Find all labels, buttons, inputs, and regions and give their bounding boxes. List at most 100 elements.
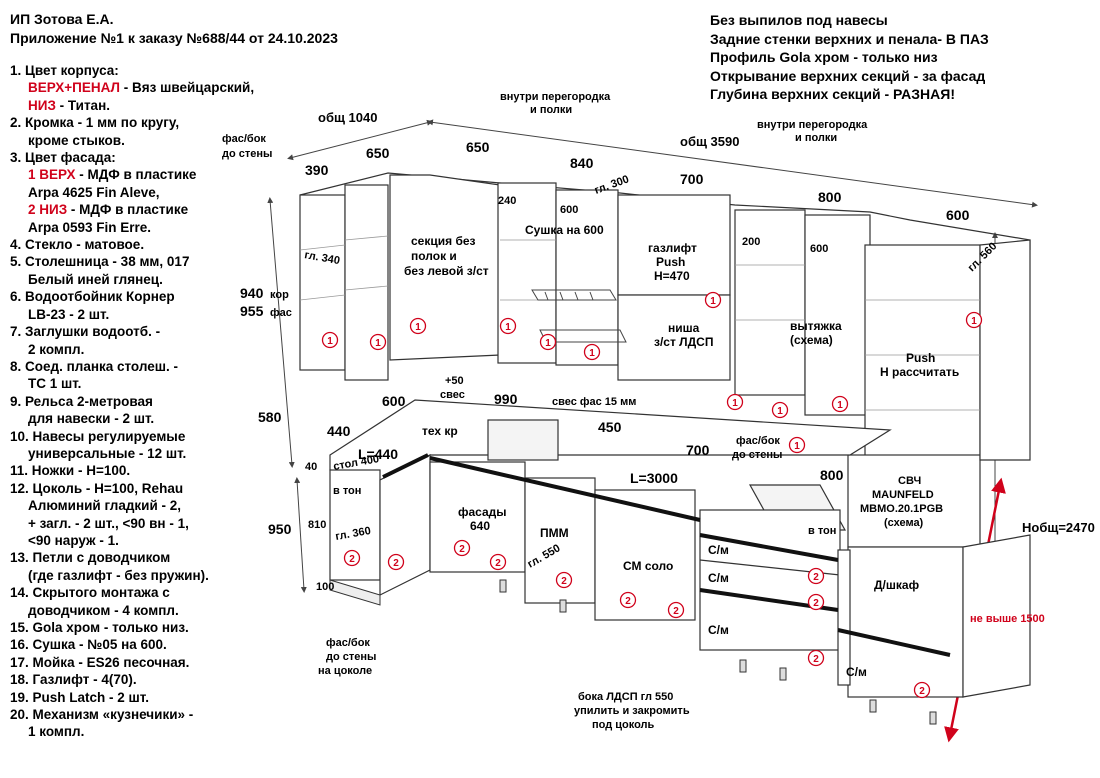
spec-line: доводчиком - 4 компл. <box>10 602 310 619</box>
facade-badge-1: 1 <box>726 393 744 411</box>
badge-number: 1 <box>505 322 511 333</box>
spec-highlight: 2 НИЗ <box>28 202 68 218</box>
label-dshkaf: Д/шкаф <box>874 578 920 592</box>
spec-line: 2 компл. <box>10 341 310 358</box>
spec-text: 20. Механизм «кузнечики» - <box>10 707 194 723</box>
spec-text: ТС 1 шт. <box>28 376 82 392</box>
badge-number: 2 <box>919 686 925 697</box>
label-h955s: фас <box>270 307 292 319</box>
spec-text: для навески - 2 шт. <box>28 411 155 427</box>
label-h40: 40 <box>305 461 317 473</box>
badge-number: 2 <box>813 572 819 583</box>
note-line: Глубина верхних секций - РАЗНАЯ! <box>710 86 955 102</box>
spec-line: + загл. - 2 шт., <90 вн - 1, <box>10 515 310 532</box>
spec-line: 15. Gola хром - только низ. <box>10 619 310 636</box>
spec-text: 8. Соед. планка столеш. - <box>10 358 178 374</box>
label-boka-b: упилить и закромить <box>574 705 690 717</box>
facade-badge-1: 1 <box>704 291 722 309</box>
spec-line: 2. Кромка - 1 мм по кругу, <box>10 114 310 131</box>
spec-line: Белый иней глянец. <box>10 271 310 288</box>
spec-highlight: НИЗ <box>28 97 56 113</box>
badge-number: 1 <box>415 322 421 333</box>
upper-cab-dryer <box>555 189 619 366</box>
label-gaslift-b: Push <box>656 255 685 269</box>
facade-badge-1: 1 <box>788 436 806 454</box>
label-h580: 580 <box>258 409 282 425</box>
badge-number: 1 <box>545 338 551 349</box>
label-d650a: 650 <box>366 145 390 161</box>
label-d600-dryer: 600 <box>560 204 578 216</box>
label-h955: 955 <box>240 303 264 319</box>
label-l440: L=440 <box>358 446 398 462</box>
facade-badge-1: 1 <box>771 401 789 419</box>
label-svch-d: (схема) <box>884 517 924 529</box>
label-sm-solo: СМ соло <box>623 559 673 573</box>
spec-text: - Титан. <box>55 97 110 113</box>
spec-line: 6. Водоотбойник Корнер <box>10 288 310 305</box>
pencil-case-side <box>962 534 1031 698</box>
spec-line: 5. Столешница - 38 мм, 017 <box>10 253 310 270</box>
spec-text: универсальные - 12 шт. <box>28 445 187 461</box>
document-header: ИП Зотова Е.А. Приложение №1 к заказу №6… <box>10 10 338 48</box>
spec-line: 17. Мойка - ES26 песочная. <box>10 654 310 671</box>
label-hood-b: (схема) <box>790 333 833 347</box>
label-section-a: секция без <box>411 234 476 248</box>
badge-number: 1 <box>327 336 333 347</box>
spec-line: универсальные - 12 шт. <box>10 445 310 462</box>
label-sm1: С/м <box>708 543 729 557</box>
facade-badge-1: 1 <box>965 311 983 329</box>
label-sm4: С/м <box>846 665 867 679</box>
badge-number: 1 <box>710 296 716 307</box>
label-d700: 700 <box>680 171 704 187</box>
label-h810: 810 <box>308 519 326 531</box>
badge-number: 1 <box>589 348 595 359</box>
company-name: ИП Зотова Е.А. <box>10 11 114 27</box>
note-line: Профиль Gola хром - только низ <box>710 49 938 65</box>
label-d240: 240 <box>498 195 516 207</box>
spec-text: <90 наруж - 1. <box>28 532 119 548</box>
spec-line: 7. Заглушки водоотб. - <box>10 323 310 340</box>
label-fasbok-c-c: на цоколе <box>318 665 372 677</box>
label-section-b: полок и <box>411 249 457 263</box>
spec-text: Алюминий гладкий - 2, <box>28 498 182 514</box>
spec-text: Arpa 4625 Fin Aleve, <box>28 184 160 200</box>
shelf-lines <box>299 235 980 411</box>
spec-text: - МДФ в пластике <box>75 167 197 183</box>
facade-badge-1: 1 <box>321 331 339 349</box>
label-section-c: без левой з/ст <box>404 264 489 278</box>
spec-line: 11. Ножки - Н=100. <box>10 462 310 479</box>
spec-text: 5. Столешница - 38 мм, 017 <box>10 254 190 270</box>
facade-badge-2: 2 <box>807 593 825 611</box>
facade-badge-1: 1 <box>831 395 849 413</box>
spec-text: 19. Push Latch - 2 шт. <box>10 689 149 705</box>
spec-highlight: ВЕРХ+ПЕНАЛ <box>28 80 120 96</box>
spec-text: 16. Сушка - №05 на 600. <box>10 637 167 653</box>
label-d600-hood: 600 <box>810 243 828 255</box>
spec-line: Arpa 0593 Fin Erre. <box>10 219 310 236</box>
facade-badge-2: 2 <box>807 567 825 585</box>
spec-text: 2. Кромка - 1 мм по кругу, <box>10 115 180 131</box>
spec-line: кроме стыков. <box>10 132 310 149</box>
label-fasbok-c-b: до стены <box>326 651 376 663</box>
label-plus50b: свес <box>440 389 465 401</box>
facade-badge-2: 2 <box>667 601 685 619</box>
facade-badge-2: 2 <box>807 649 825 667</box>
label-svch-c: MBMO.20.1PGB <box>860 503 943 515</box>
note-line: Задние стенки верхних и пенала- В ПАЗ <box>710 30 989 47</box>
spec-text: 12. Цоколь - Н=100, Rehau <box>10 480 184 496</box>
badge-number: 2 <box>393 558 399 569</box>
label-c990: 990 <box>494 391 518 407</box>
spec-text: 1 компл. <box>28 724 85 740</box>
label-h940s: кор <box>270 289 289 301</box>
pencil-case-upper-side <box>979 239 1031 461</box>
label-inside-1a: внутри перегородка <box>500 91 611 103</box>
label-d200: 200 <box>742 236 760 248</box>
label-v-ton-b: в тон <box>808 525 836 537</box>
upper-cab-gaslift <box>617 194 731 296</box>
spec-line: ТС 1 шт. <box>10 375 310 392</box>
spec-line: 9. Рельса 2-метровая <box>10 393 310 410</box>
pencil-case-microwave <box>847 454 981 548</box>
badge-number: 2 <box>813 598 819 609</box>
